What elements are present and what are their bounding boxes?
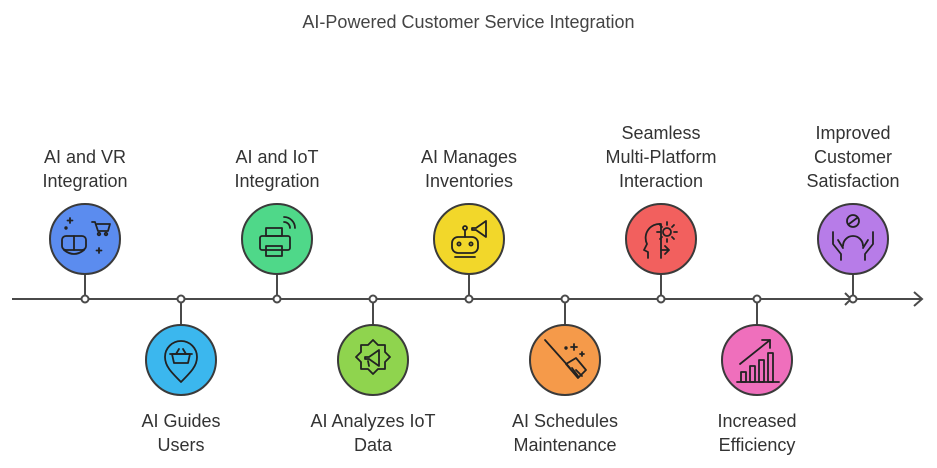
satisfaction-circle	[817, 203, 889, 275]
step-label-multi-platform: Seamless Multi-Platform Interaction	[605, 123, 717, 191]
step-seamless-multi-platform	[625, 203, 697, 304]
shopping-basket-pin-icon	[164, 340, 198, 383]
guides-circle	[145, 324, 217, 396]
step-ai-iot-integration	[241, 203, 313, 304]
hands-person-icon	[832, 214, 874, 261]
growth-chart-icon	[736, 339, 780, 383]
robot-megaphone-icon	[451, 220, 487, 258]
step-label-satisfaction: Improved Customer Satisfaction	[806, 123, 900, 191]
wireless-printer-icon	[259, 216, 296, 257]
timeline-node	[560, 294, 570, 304]
step-ai-schedules-maintenance	[529, 294, 601, 396]
step-ai-vr-integration	[49, 203, 121, 304]
schedules-circle	[529, 324, 601, 396]
step-ai-analyzes-iot-data	[337, 294, 409, 396]
vr-circle	[49, 203, 121, 275]
efficiency-circle	[721, 324, 793, 396]
step-label-ai-iot: AI and IoT Integration	[234, 147, 320, 191]
timeline-node	[368, 294, 378, 304]
megaphone-badge-icon	[355, 339, 391, 375]
diagram-title: AI-Powered Customer Service Integration	[302, 12, 635, 32]
step-label-ai-inventories: AI Manages Inventories	[420, 147, 518, 191]
timeline-node	[464, 294, 474, 304]
step-label-ai-vr: AI and VR Integration	[42, 147, 128, 191]
vr-headset-cart-icon	[61, 217, 111, 255]
timeline-arrowhead-icon	[913, 291, 924, 307]
timeline-node	[752, 294, 762, 304]
step-label-ai-analyzes: AI Analyzes IoT Data	[310, 411, 436, 455]
timeline-node	[176, 294, 186, 304]
iot-circle	[241, 203, 313, 275]
step-ai-manages-inventories	[433, 203, 505, 304]
step-label-efficiency: Increased Efficiency	[717, 411, 797, 455]
step-label-ai-guides: AI Guides Users	[141, 411, 221, 455]
step-increased-efficiency	[721, 294, 793, 396]
timeline-node	[272, 294, 282, 304]
step-ai-guides-users	[145, 294, 217, 396]
head-gear-icon	[643, 221, 678, 259]
timeline-node	[80, 294, 90, 304]
step-improved-customer-satisfaction	[817, 203, 889, 304]
inventories-circle	[433, 203, 505, 275]
broom-sparkle-icon	[544, 339, 587, 379]
timeline-node	[656, 294, 666, 304]
analyzes-circle	[337, 324, 409, 396]
timeline-node	[848, 294, 858, 304]
step-label-ai-schedules: AI Schedules Maintenance	[511, 411, 619, 455]
